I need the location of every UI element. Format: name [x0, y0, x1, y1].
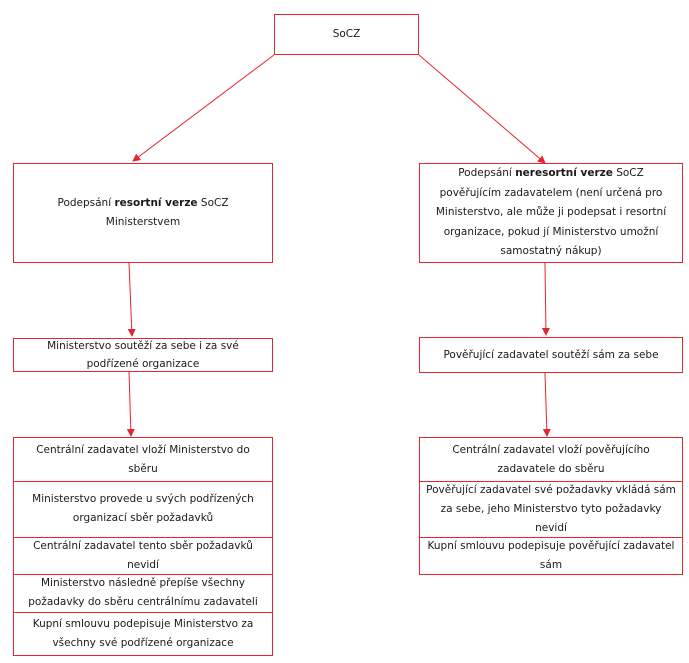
arrow-top-to-left — [132, 54, 275, 162]
right-steps-stack: Centrální zadavatel vloží pověřujícího z… — [419, 437, 683, 575]
socz-label: SoCZ — [332, 28, 361, 40]
poverujici-compete-text: Pověřující zadavatel soutěží sám za sebe — [443, 348, 659, 361]
arrow-top-to-right — [418, 54, 546, 164]
ministerstvo-compete-box: Ministerstvo soutěží za sebe i za své po… — [13, 338, 273, 372]
ministerstvo-compete-text: Ministerstvo soutěží za sebe i za své po… — [47, 340, 239, 370]
right-step: Pověřující zadavatel své požadavky vklád… — [420, 481, 682, 537]
arrow-left-sign-to-compete — [127, 262, 136, 337]
neresortni-sign-box: Podepsání neresortní verze SoCZ pověřují… — [419, 163, 683, 263]
right-step: Centrální zadavatel vloží pověřujícího z… — [452, 443, 650, 475]
neresortni-sign-text: Podepsání neresortní verze SoCZ pověřují… — [435, 167, 667, 258]
resortni-sign-text: Podepsání resortní verze SoCZ Ministerst… — [57, 197, 229, 228]
left-step: Ministerstvo provede u svých podřízených… — [14, 481, 272, 536]
socz-box: SoCZ — [274, 14, 419, 55]
left-step: Ministerstvo následně přepíše všechny po… — [14, 573, 272, 612]
left-steps-stack: Centrální zadavatel vloží Ministerstvo d… — [13, 437, 273, 656]
arrow-left-compete-to-steps — [126, 371, 135, 437]
poverujici-compete-box: Pověřující zadavatel soutěží sám za sebe — [419, 337, 683, 373]
resortni-sign-box: Podepsání resortní verze SoCZ Ministerst… — [13, 163, 273, 263]
arrow-right-compete-to-steps — [542, 372, 551, 437]
right-step: Kupní smlouvu podepisuje pověřující zada… — [420, 537, 682, 574]
left-step: Kupní smlouvu podepisuje Ministerstvo za… — [14, 611, 272, 655]
left-step: Centrální zadavatel vloží Ministerstvo d… — [36, 443, 250, 475]
arrow-right-sign-to-compete — [541, 262, 550, 336]
left-step: Centrální zadavatel tento sběr požadavků… — [14, 536, 272, 574]
